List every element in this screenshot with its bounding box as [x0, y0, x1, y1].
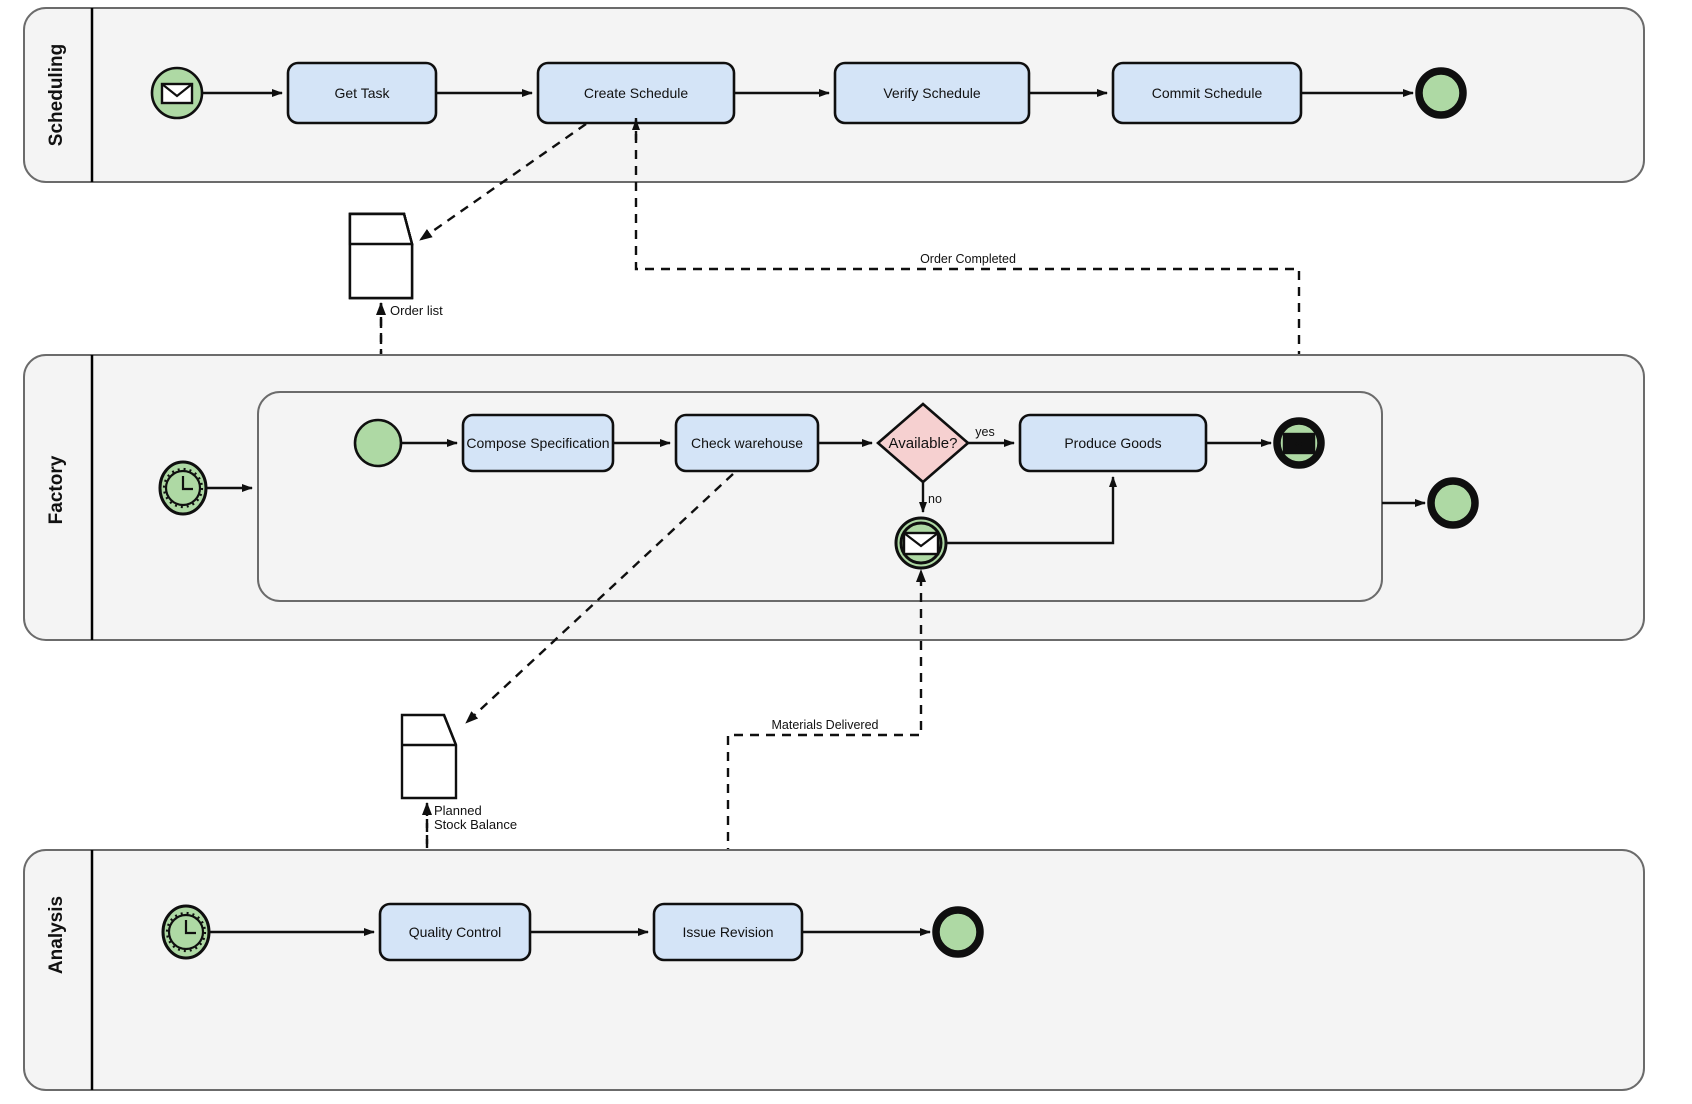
data-object-planned-stock-balance-label-line1: Planned [434, 803, 482, 818]
task-get-task-label: Get Task [335, 85, 391, 101]
task-verify-schedule-label: Verify Schedule [883, 85, 980, 101]
lane-analysis: Analysis [23, 849, 1645, 1091]
message-flow-order-completed [634, 118, 1304, 419]
task-check-warehouse[interactable]: Check warehouse [674, 413, 820, 473]
task-create-schedule-label: Create Schedule [584, 85, 689, 101]
analysis-timer-start-event[interactable] [161, 904, 211, 960]
data-object-planned-stock-balance-label-line2: Stock Balance [434, 817, 517, 832]
message-flow-materials-delivered-label: Materials Delivered [772, 718, 879, 732]
scheduling-end-event[interactable] [1415, 67, 1467, 119]
lane-scheduling-title: Scheduling [46, 44, 67, 146]
lane-analysis-title: Analysis [46, 896, 67, 974]
data-object-order-list-label: Order list [390, 303, 443, 318]
data-object-planned-stock-balance[interactable] [400, 713, 458, 800]
task-produce-goods[interactable]: Produce Goods [1018, 413, 1208, 473]
task-quality-control-label: Quality Control [409, 924, 502, 940]
factory-timer-start-event[interactable] [158, 460, 208, 516]
scheduling-message-start-event[interactable] [150, 66, 204, 120]
analysis-end-event[interactable] [932, 906, 984, 958]
data-object-order-list[interactable] [348, 212, 414, 300]
factory-subprocess-container[interactable] [257, 391, 1383, 602]
task-check-warehouse-label: Check warehouse [691, 435, 803, 451]
lane-factory-title: Factory [46, 455, 67, 524]
task-create-schedule[interactable]: Create Schedule [536, 61, 736, 125]
flow-label-yes: yes [975, 425, 994, 439]
assoc-create-schedule-to-order-list [419, 123, 587, 241]
task-compose-specification-label: Compose Specification [466, 435, 609, 451]
task-quality-control[interactable]: Quality Control [378, 902, 532, 962]
gateway-available-label: Available? [889, 435, 958, 452]
message-flow-order-completed-label: Order Completed [920, 252, 1016, 266]
flow-catch-to-produce [946, 476, 1117, 545]
assoc-check-warehouse-to-stock-balance [465, 473, 734, 724]
task-verify-schedule[interactable]: Verify Schedule [833, 61, 1031, 125]
task-commit-schedule[interactable]: Commit Schedule [1111, 61, 1303, 125]
subprocess-message-end-event[interactable] [1273, 417, 1325, 469]
task-issue-revision[interactable]: Issue Revision [652, 902, 804, 962]
task-commit-schedule-label: Commit Schedule [1152, 85, 1263, 101]
subprocess-start-event[interactable] [353, 418, 403, 468]
factory-end-event[interactable] [1427, 477, 1479, 529]
message-flow-materials-delivered [726, 569, 926, 905]
task-get-task[interactable]: Get Task [286, 61, 438, 125]
task-issue-revision-label: Issue Revision [682, 924, 773, 940]
subprocess-message-intermediate-catch-event[interactable] [894, 516, 948, 570]
flow-label-no: no [928, 492, 942, 506]
task-compose-specification[interactable]: Compose Specification [461, 413, 615, 473]
task-produce-goods-label: Produce Goods [1064, 435, 1161, 451]
lane-analysis-body [23, 849, 1645, 1091]
